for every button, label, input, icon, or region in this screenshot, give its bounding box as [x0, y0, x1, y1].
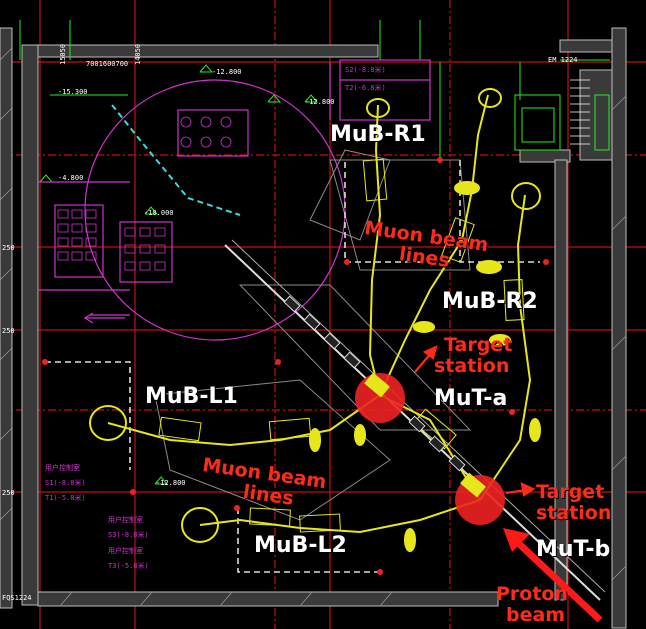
wall-hatching	[0, 47, 627, 607]
label-mub-r2: MuB-R2	[442, 289, 538, 314]
label-target-station-b: Target station	[536, 482, 611, 524]
beam-line-elements	[158, 158, 525, 533]
proton-beam-line-1: Proton	[496, 583, 569, 605]
label-target-station-a: Target station	[434, 335, 512, 377]
target-station-b-line-2: station	[536, 502, 612, 524]
cad-level-6: -12.800	[156, 479, 186, 487]
label-proton-beam: Proton beam	[496, 584, 568, 626]
label-mub-l2: MuB-L2	[254, 533, 347, 558]
proton-beam-arrow-icon	[503, 528, 603, 623]
cad-door-tag: FQS1224	[2, 594, 32, 602]
cad-room-6: 用户控制室	[108, 546, 143, 555]
cad-room-5: S3(-8.8米)	[108, 530, 149, 539]
cad-room-3: T1(-5.8米)	[45, 493, 86, 502]
shielding-blocks	[154, 149, 472, 521]
target-station-a-line-2: station	[434, 355, 510, 377]
cyan-dashed-line	[111, 104, 241, 216]
cad-green-details	[19, 20, 610, 485]
cad-dim-2: 15050	[59, 44, 67, 65]
label-mut-b: MuT-b	[536, 537, 611, 562]
magenta-hall-outline	[38, 59, 431, 341]
target-station-mut-b	[455, 472, 505, 525]
magenta-arrow-icon	[83, 312, 125, 324]
cad-room-2: S1(-8.8米)	[45, 478, 86, 487]
target-station-a-line-1: Target	[444, 334, 513, 356]
magenta-grid-boxes	[57, 116, 232, 271]
cad-level-4: -4.800	[58, 174, 83, 182]
proton-beam-elements	[283, 295, 466, 472]
target-station-mut-a	[355, 372, 405, 423]
cad-dim-1: 7001600700	[86, 60, 128, 68]
target-station-b-arrow-icon	[505, 482, 536, 497]
cad-side-2: 250	[2, 327, 15, 335]
cad-level-3: -12.800	[305, 98, 335, 106]
cad-em-tag: EM 1224	[548, 56, 578, 64]
reference-points	[42, 157, 549, 575]
label-mut-a: MuT-a	[434, 386, 508, 411]
cad-room-9: T2(-6.8米)	[345, 83, 386, 92]
cad-level-1: -15.300	[58, 88, 88, 96]
cad-room-7: T3(-5.8米)	[108, 561, 149, 570]
cad-dim-3: 14050	[134, 44, 142, 65]
target-station-b-line-1: Target	[536, 481, 605, 503]
cad-level-5: -10.000	[144, 209, 174, 217]
label-mub-l1: MuB-L1	[145, 384, 238, 409]
stair-icon	[570, 79, 590, 145]
target-station-a-arrow-icon	[414, 345, 438, 373]
cad-annotation-text: 7001600700 15050 14050 -15.300 -12.800 -…	[2, 44, 578, 602]
cad-level-2: -12.800	[212, 68, 242, 76]
cad-side-1: 250	[2, 244, 15, 252]
cad-room-1: 用户控制室	[45, 463, 80, 472]
proton-beam-line-2: beam	[506, 604, 566, 626]
cad-room-8: S2(-8.8米)	[345, 65, 386, 74]
label-mub-r1: MuB-R1	[330, 122, 426, 147]
beam-line-magnets	[89, 88, 541, 552]
cad-room-4: 用户控制室	[108, 515, 143, 524]
cad-side-3: 250	[2, 489, 15, 497]
